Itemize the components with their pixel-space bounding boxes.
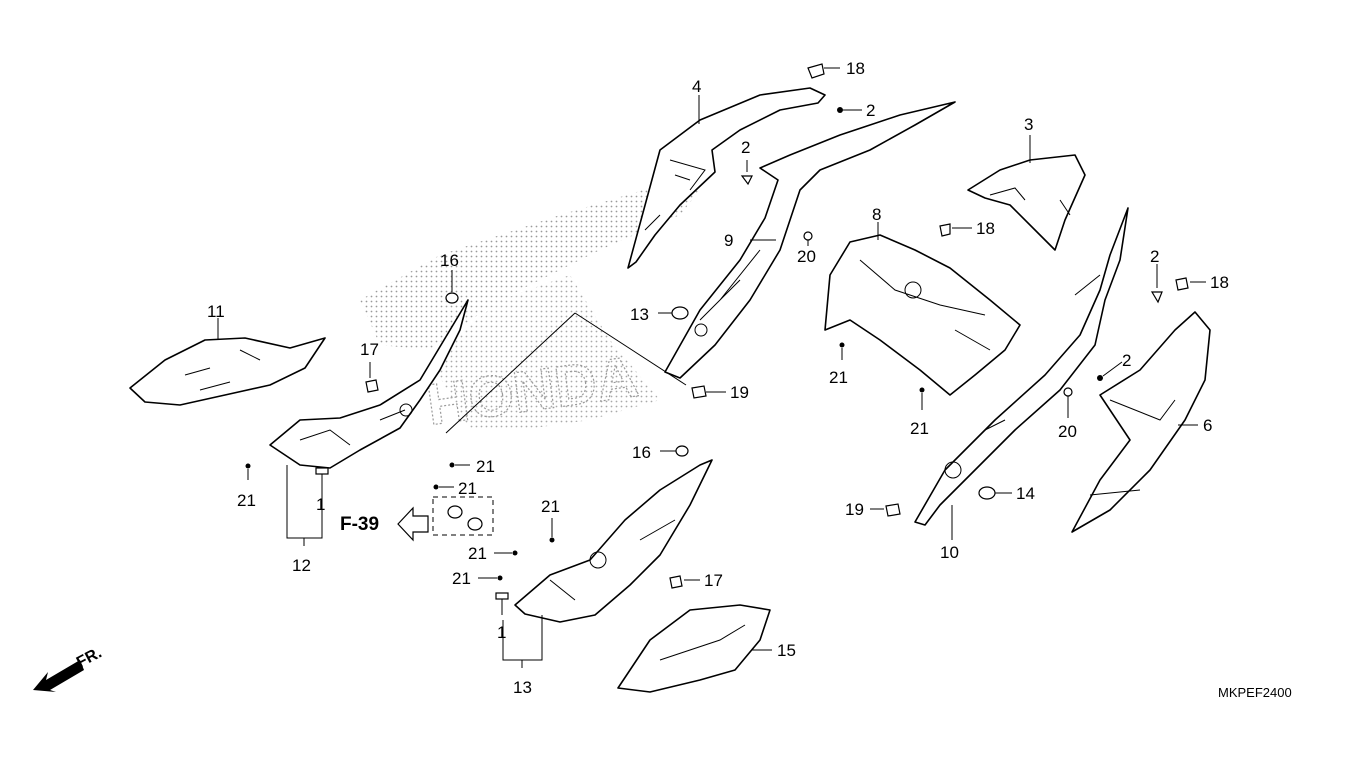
callout-18: 18 xyxy=(976,219,995,238)
front-direction-marker: FR. xyxy=(33,644,105,692)
callout-12: 12 xyxy=(292,556,311,575)
callout-21: 21 xyxy=(829,368,848,387)
callout-9: 9 xyxy=(724,231,733,250)
reference-label: F-39 xyxy=(340,514,379,535)
part-3-rear-cowl xyxy=(967,135,1086,251)
reference-arrow-icon xyxy=(397,506,429,542)
callout-3: 3 xyxy=(1024,115,1033,134)
callout-19: 19 xyxy=(730,383,749,402)
callout-19: 19 xyxy=(845,500,864,519)
part-4-rail xyxy=(627,87,826,269)
callout-14: 15 xyxy=(777,641,796,660)
callout-4: 4 xyxy=(692,77,701,96)
part-10-side-rail xyxy=(914,207,1129,540)
callout-1: 1 xyxy=(497,623,506,642)
callout-21: 21 xyxy=(237,491,256,510)
callouts: 18 4 2 3 2 8 18 9 20 2 18 16 11 13 17 2 … xyxy=(207,59,1229,697)
part-9-frame xyxy=(664,101,956,379)
callout-2: 2 xyxy=(1150,247,1159,266)
callout-21: 21 xyxy=(541,497,560,516)
callout-17: 17 xyxy=(360,340,379,359)
callout-8: 8 xyxy=(872,205,881,224)
hardware xyxy=(245,63,1206,615)
part-12-side-panel xyxy=(269,299,469,546)
f39-reference: F-39 xyxy=(340,496,494,542)
callout-10: 10 xyxy=(940,543,959,562)
part-8-centre-panel xyxy=(824,222,1021,396)
callout-16: 16 xyxy=(632,443,651,462)
callout-13: 14 xyxy=(1016,484,1035,503)
callout-6: 6 xyxy=(1203,416,1212,435)
callout-2: 2 xyxy=(1122,351,1131,370)
callout-21: 21 xyxy=(468,544,487,563)
callout-18: 18 xyxy=(846,59,865,78)
callout-1: 1 xyxy=(316,495,325,514)
diagram-code: MKPEF2400 xyxy=(1218,685,1292,700)
callout-21: 21 xyxy=(458,479,477,498)
part-14-front-cover xyxy=(617,604,772,693)
part-15-lower-panel xyxy=(502,459,713,668)
callout-15: 13 xyxy=(513,678,532,697)
part-6-rear-side-cover xyxy=(1071,311,1211,533)
callout-16: 16 xyxy=(440,251,459,270)
callout-21: 21 xyxy=(910,419,929,438)
callout-18: 18 xyxy=(1210,273,1229,292)
callout-21: 21 xyxy=(476,457,495,476)
callout-2: 2 xyxy=(866,101,875,120)
callout-20: 20 xyxy=(797,247,816,266)
dashed-box xyxy=(432,496,494,536)
leader-line xyxy=(445,312,576,434)
callout-13: 13 xyxy=(630,305,649,324)
callout-17: 17 xyxy=(704,571,723,590)
part-11-small-cover xyxy=(129,318,326,406)
front-arrow-icon xyxy=(33,660,84,692)
callout-20: 20 xyxy=(1058,422,1077,441)
callout-2: 2 xyxy=(741,138,750,157)
callout-11: 11 xyxy=(207,302,225,321)
screw-icon xyxy=(807,63,825,79)
callout-21: 21 xyxy=(452,569,471,588)
